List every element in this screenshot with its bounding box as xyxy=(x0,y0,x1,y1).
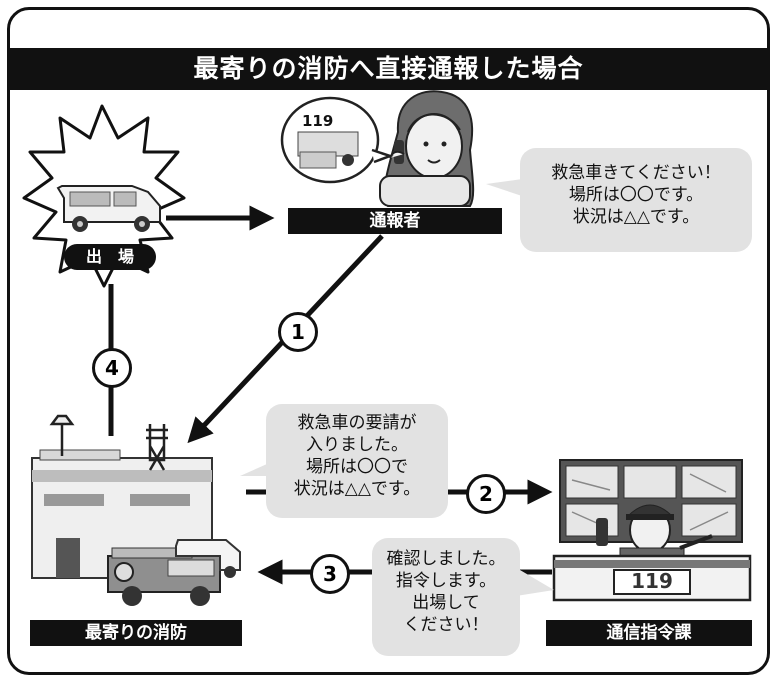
station-speech-bubble: 救急車の要請が 入りました。 場所は〇〇で 状況は△△です。 xyxy=(266,404,448,518)
bubble-line: 救急車の要請が xyxy=(297,413,417,433)
step-2-badge: 2 xyxy=(466,474,506,514)
bubble-line: 場所は〇〇です。 xyxy=(568,185,704,205)
dispatch-label: 通信指令課 xyxy=(546,620,752,646)
bubble-line: 場所は〇〇で xyxy=(306,457,408,477)
step-4-badge: 4 xyxy=(92,348,132,388)
caller-thought-bubble xyxy=(280,96,394,184)
bubble-line: 確認しました。 xyxy=(386,549,506,569)
ambulance-icon xyxy=(56,185,161,232)
caller-label: 通報者 xyxy=(288,208,502,234)
bubble-line: 救急車きてください！ xyxy=(551,163,721,183)
caller-speech-bubble: 救急車きてください！ 場所は〇〇です。 状況は△△です。 xyxy=(520,148,752,252)
bubble-line: ください！ xyxy=(403,615,489,635)
bubble-line: 状況は△△です。 xyxy=(293,479,421,499)
step-1-badge: 1 xyxy=(278,312,318,352)
bubble-line: 出場して xyxy=(412,593,480,613)
dispatched-badge: 出 場 xyxy=(64,244,156,270)
fire-station-icon xyxy=(31,414,213,579)
dispatch-center-icon xyxy=(552,459,752,602)
bubble-line: 指令します。 xyxy=(395,571,497,591)
phone-number-label: 119 xyxy=(302,112,334,130)
dispatch-bubble-tail xyxy=(516,570,554,596)
station-label: 最寄りの消防 xyxy=(30,620,242,646)
step-3-badge: 3 xyxy=(310,554,350,594)
caller-person-icon xyxy=(379,90,475,207)
bubble-line: 入りました。 xyxy=(306,435,408,455)
desk-number-label: 119 xyxy=(631,569,673,593)
station-ambulance-icon xyxy=(175,539,241,578)
dispatch-speech-bubble: 確認しました。 指令します。 出場して ください！ xyxy=(372,538,520,656)
fire-engine-icon xyxy=(107,547,221,606)
diagram-title: 最寄りの消防へ直接通報した場合 xyxy=(10,48,767,90)
bubble-line: 状況は△△です。 xyxy=(572,207,700,227)
